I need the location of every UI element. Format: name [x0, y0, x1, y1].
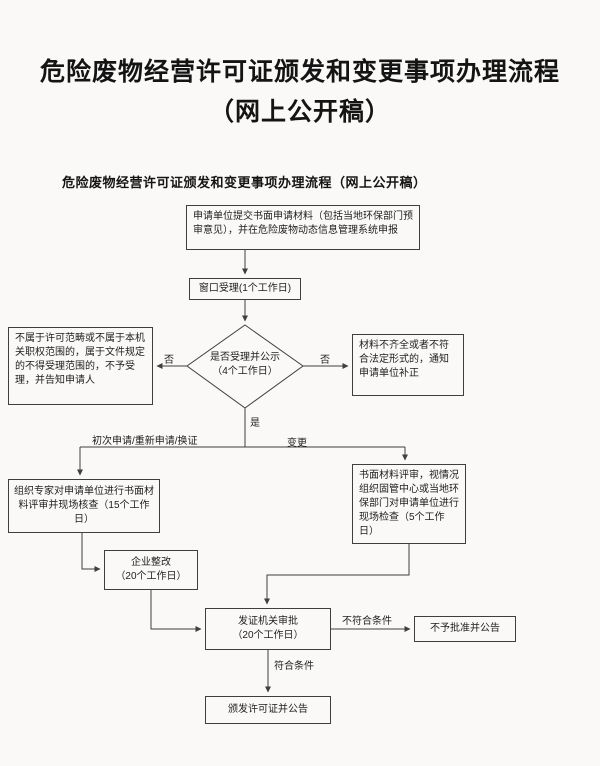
flowchart-heading: 危险废物经营许可证颁发和变更事项办理流程（网上公开稿） — [62, 175, 427, 190]
node-supplement-materials-text: 材料不齐全或者不符合法定形式的，通知申请单位补正 — [359, 340, 449, 379]
label-fail-condition: 不符合条件 — [342, 616, 392, 627]
page-title-subline: （网上公开稿） — [208, 99, 391, 126]
node-rectify-text-line1: 企业整改 — [131, 557, 171, 568]
label-change: 变更 — [287, 438, 307, 449]
node-written-review-text: 书面材料评审，视情况组织固管中心或当地环保部门对申请单位进行现场检查（5个工作日… — [359, 470, 459, 537]
decision-accept-publicize: 是否受理并公示 （4个工作日） — [197, 351, 293, 378]
node-issuing-authority-approval: 发证机关审批 （20个工作日） — [205, 608, 331, 650]
node-issue-license-text: 颁发许可证并公告 — [228, 704, 308, 715]
decision-text-line2: （4个工作日） — [212, 365, 278, 377]
arrow-rectify-to-approval — [150, 590, 202, 632]
node-not-accepted: 不属于许可范畴或不属于本机关职权范围的，属于文件规定的不得受理范围的，不予受理，… — [8, 327, 153, 405]
node-rectify-text-line2: （20个工作日） — [115, 571, 187, 582]
node-not-approved: 不予批准并公告 — [414, 616, 516, 642]
node-approval-text-line1: 发证机关审批 — [238, 616, 298, 627]
node-not-approved-text: 不予批准并公告 — [430, 623, 500, 634]
node-enterprise-rectification: 企业整改 （20个工作日） — [104, 550, 198, 590]
node-supplement-materials: 材料不齐全或者不符合法定形式的，通知申请单位补正 — [352, 334, 464, 396]
node-submit-application: 申请单位提交书面申请材料（包括当地环保部门预审意见），并在危险废物动态信息管理系… — [186, 205, 420, 250]
node-expert-review-text: 组织专家对申请单位进行书面材料评审并现场核查（15个工作日） — [14, 486, 154, 525]
node-window-acceptance-text: 窗口受理(1个工作日) — [198, 283, 292, 294]
node-written-review: 书面材料评审，视情况组织固管中心或当地环保部门对申请单位进行现场检查（5个工作日… — [352, 464, 466, 544]
node-submit-application-text: 申请单位提交书面申请材料（包括当地环保部门预审意见），并在危险废物动态信息管理系… — [193, 211, 413, 236]
node-expert-review: 组织专家对申请单位进行书面材料评审并现场核查（15个工作日） — [8, 479, 160, 533]
label-first-renew-apply: 初次申请/重新申请/换证 — [92, 436, 198, 447]
arrow-expert-to-rectify — [81, 533, 101, 572]
node-approval-text-line2: （20个工作日） — [232, 630, 304, 641]
node-issue-license: 颁发许可证并公告 — [205, 696, 331, 724]
node-not-accepted-text: 不属于许可范畴或不属于本机关职权范围的，属于文件规定的不得受理范围的，不予受理，… — [15, 333, 145, 386]
label-no-right: 否 — [320, 355, 330, 366]
page-title: 危险废物经营许可证颁发和变更事项办理流程 — [39, 59, 560, 86]
node-window-acceptance: 窗口受理(1个工作日) — [189, 278, 301, 300]
arrow-written-to-approval — [264, 544, 410, 605]
decision-text-line1: 是否受理并公示 — [210, 352, 280, 363]
label-no-left: 否 — [164, 355, 174, 366]
label-yes: 是 — [250, 418, 260, 429]
label-pass-condition: 符合条件 — [274, 661, 314, 672]
